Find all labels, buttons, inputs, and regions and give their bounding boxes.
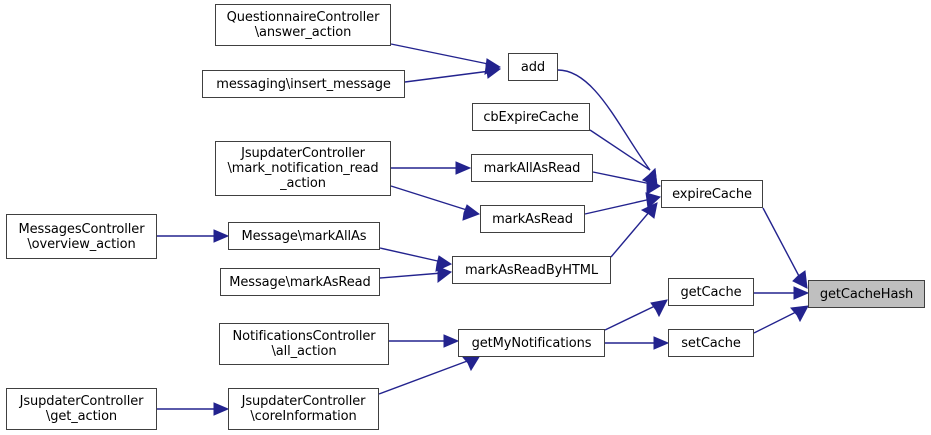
arrow-head-icon — [646, 178, 662, 195]
arrow-head-icon — [213, 402, 230, 416]
arrow-head-icon — [792, 270, 808, 289]
node-cb_expire_cache[interactable]: cbExpireCache — [472, 103, 590, 131]
node-mark_all_as_read[interactable]: markAllAsRead — [471, 154, 593, 182]
arrow-head-icon — [443, 334, 460, 348]
arrow-head-icon — [640, 202, 658, 219]
arrow-head-icon — [793, 286, 810, 300]
node-set_cache[interactable]: setCache — [668, 329, 754, 357]
node-get_cache[interactable]: getCache — [668, 278, 754, 306]
arrow-head-icon — [653, 336, 670, 350]
edge-messaging_insert-to-add — [404, 63, 502, 83]
arrow-head-icon — [485, 63, 502, 79]
node-jsupdater_mark_notification_read[interactable]: JsupdaterController \mark_notification_r… — [215, 141, 391, 196]
edge-get_my_notifications-to-get_cache — [604, 299, 668, 331]
node-messaging_insert[interactable]: messaging\insert_message — [202, 70, 405, 98]
node-get_cache_hash[interactable]: getCacheHash — [808, 280, 925, 308]
arrow-head-icon — [455, 161, 472, 175]
node-mark_as_read[interactable]: markAsRead — [480, 205, 585, 233]
edge-notifications_all-to-get_my_notifications — [389, 334, 460, 348]
edge-questionnaire_answer-to-add — [390, 43, 502, 75]
edge-jsupdater_mark_notification_read-to-mark_as_read — [390, 185, 481, 221]
edge-mark_all_as_read-to-expire_cache — [592, 171, 662, 195]
edge-get_my_notifications-to-set_cache — [605, 336, 670, 350]
edge-set_cache-to-get_cache_hash — [753, 305, 809, 334]
node-message_mark_as_read[interactable]: Message\markAsRead — [220, 268, 380, 296]
arrow-head-icon — [213, 229, 230, 243]
arrow-head-icon — [462, 204, 481, 221]
node-expire_cache[interactable]: expireCache — [661, 180, 763, 208]
node-mark_as_read_by_html[interactable]: markAsReadByHTML — [452, 256, 611, 284]
arrow-head-icon — [437, 266, 453, 284]
arrow-head-icon — [650, 299, 668, 318]
edge-get_cache-to-get_cache_hash — [754, 286, 810, 300]
edge-jsupdater_core_information-to-get_my_notifications — [378, 355, 480, 395]
edge-message_mark_as_read-to-mark_as_read_by_html — [379, 266, 453, 284]
edge-expire_cache-to-get_cache_hash — [762, 207, 808, 289]
node-jsupdater_get_action[interactable]: JsupdaterController \get_action — [6, 388, 157, 430]
arrow-head-icon — [645, 192, 661, 210]
edge-jsupdater_get_action-to-jsupdater_core_information — [157, 402, 230, 416]
edge-messages_overview-to-message_mark_all_as — [157, 229, 230, 243]
node-jsupdater_core_information[interactable]: JsupdaterController \coreInformation — [228, 388, 379, 430]
node-notifications_all[interactable]: NotificationsController \all_action — [219, 323, 389, 365]
node-questionnaire_answer[interactable]: QuestionnaireController \answer_action — [215, 4, 391, 46]
edge-jsupdater_mark_notification_read-to-mark_all_as_read — [391, 161, 472, 175]
arrow-head-icon — [790, 305, 809, 323]
node-messages_overview[interactable]: MessagesController \overview_action — [6, 214, 157, 259]
node-add[interactable]: add — [508, 53, 558, 81]
node-message_mark_all_as[interactable]: Message\markAllAs — [228, 222, 380, 250]
edge-mark_as_read-to-expire_cache — [584, 192, 661, 215]
edge-mark_as_read_by_html-to-expire_cache — [610, 202, 658, 258]
arrow-head-icon — [460, 355, 480, 372]
node-get_my_notifications[interactable]: getMyNotifications — [458, 329, 605, 357]
